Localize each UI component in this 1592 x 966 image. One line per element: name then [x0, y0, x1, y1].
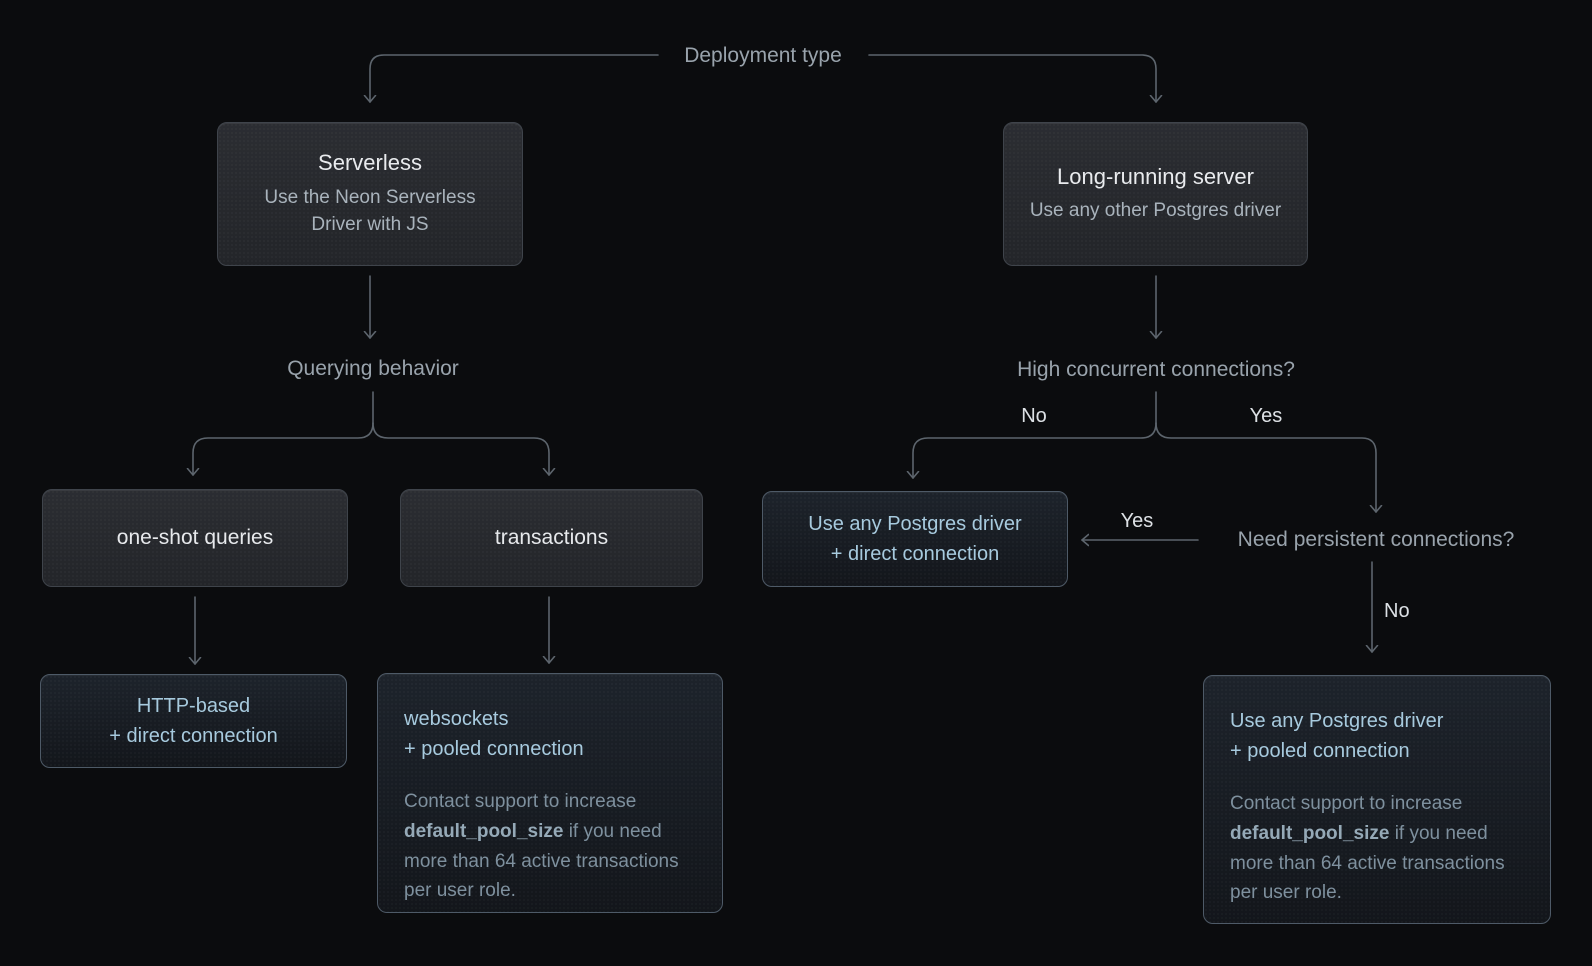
node-long-running-server: Long-running server Use any other Postgr… — [1003, 122, 1308, 266]
node-transactions: transactions — [400, 489, 703, 587]
node-serverless-title: Serverless — [318, 150, 422, 176]
edge-label-yes-need-persistent: Yes — [1120, 510, 1154, 532]
node-one-shot-label: one-shot queries — [116, 526, 274, 549]
node-long-running-subtitle: Use any other Postgres driver — [1029, 200, 1282, 222]
label-need-persistent-connections: Need persistent connections? — [1237, 528, 1515, 551]
note-code: default_pool_size — [1230, 822, 1390, 844]
node-one-shot-queries: one-shot queries — [42, 489, 348, 587]
edge-label-no-need-persistent: No — [1384, 600, 1410, 622]
node-any-driver-pooled-note: Contact support to increase default_pool… — [1230, 789, 1524, 908]
node-serverless: Serverless Use the Neon Serverless Drive… — [217, 122, 523, 266]
label-high-concurrent-connections: High concurrent connections? — [1017, 358, 1295, 381]
node-websockets-pooled: websockets + pooled connection Contact s… — [377, 673, 723, 913]
node-any-driver-pooled-line2: + pooled connection — [1230, 740, 1410, 762]
node-any-driver-direct: Use any Postgres driver + direct connect… — [762, 491, 1068, 587]
label-deployment-type: Deployment type — [684, 44, 842, 67]
node-any-driver-direct-line1: Use any Postgres driver — [808, 513, 1022, 535]
node-http-direct-line2: + direct connection — [109, 725, 278, 747]
node-http-direct: HTTP-based + direct connection — [40, 674, 347, 768]
node-websockets-line2: + pooled connection — [404, 738, 584, 760]
node-websockets-note: Contact support to increase default_pool… — [404, 787, 696, 906]
node-websockets-line1: websockets — [404, 708, 509, 730]
note-pre: Contact support to increase — [404, 791, 637, 812]
note-code: default_pool_size — [404, 820, 564, 842]
node-transactions-label: transactions — [494, 526, 609, 549]
label-querying-behavior: Querying behavior — [287, 357, 459, 380]
edge-label-no-high-concurrent: No — [1021, 405, 1047, 427]
node-long-running-title: Long-running server — [1057, 163, 1254, 189]
note-post: if you need more than 64 active transact… — [404, 820, 679, 902]
node-http-direct-line1: HTTP-based — [136, 695, 251, 717]
edge-label-yes-high-concurrent: Yes — [1249, 405, 1283, 427]
node-any-driver-direct-line2: + direct connection — [830, 543, 1000, 565]
note-pre: Contact support to increase — [1230, 793, 1463, 814]
node-serverless-subtitle: Use the Neon Serverless Driver with JS — [264, 186, 476, 235]
node-any-driver-pooled: Use any Postgres driver + pooled connect… — [1203, 675, 1551, 924]
note-post: if you need more than 64 active transact… — [1230, 822, 1505, 904]
node-any-driver-pooled-line1: Use any Postgres driver — [1230, 710, 1444, 732]
